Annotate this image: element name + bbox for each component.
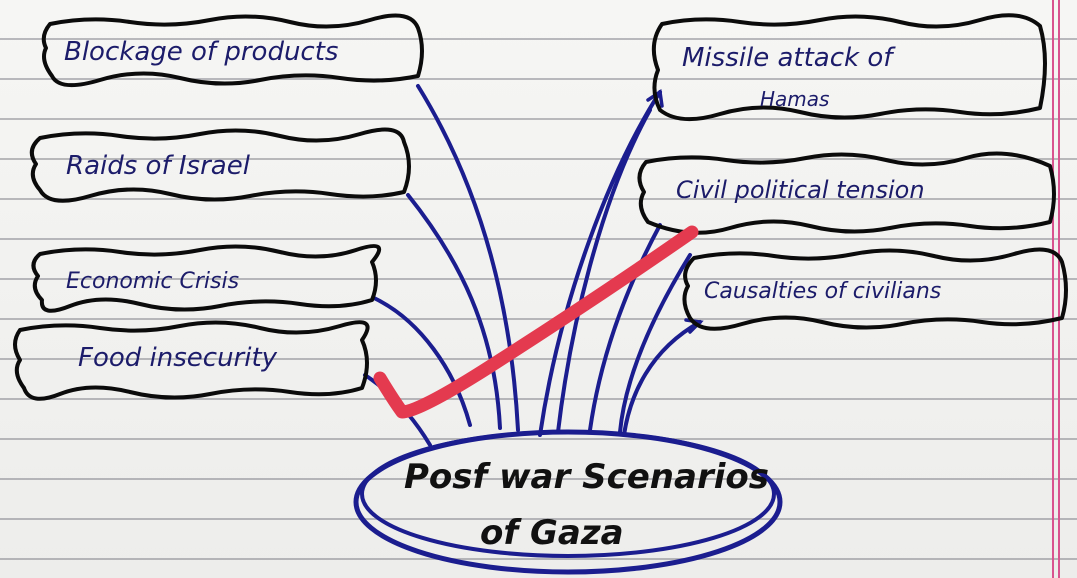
node-label-economic: Economic Crisis [66,269,239,294]
center-title-line2: of Gaza [480,513,624,553]
node-box-missile [651,13,1047,122]
center-ellipse-inner [360,430,776,558]
center-ellipse [353,429,783,575]
connector-raids [406,193,502,430]
connector-blockage [416,84,520,432]
node-label-missile: Missile attack of [682,43,896,73]
node-label-food: Food insecurity [78,343,278,373]
connector-civil-2 [618,253,692,434]
margin-line [1052,0,1054,578]
check-mark [373,225,699,419]
margin-line-2 [1058,0,1060,578]
node-box-economic [31,244,382,313]
connector-civil [588,223,662,432]
arrow-heads [646,89,704,334]
node-box-civil [637,151,1056,235]
node-box-blockage [41,13,424,88]
node-label-casualties: Causalties of civilians [704,279,941,304]
node-label-missile-2: Hamas [760,87,829,111]
node-label-raids: Raids of Israel [66,151,251,181]
node-box-casualties [682,247,1068,331]
connector-missile-2 [556,108,652,434]
node-label-blockage: Blockage of products [64,37,338,67]
arrow-head-missile [646,89,664,108]
node-label-civil: Civil political tension [676,176,925,204]
node-box-food [13,320,370,401]
node-box-raids [29,127,411,203]
connector-economic [372,296,472,427]
connector-lines [363,84,702,447]
connector-casualties [622,320,702,437]
center-title-line1: Posf war Scenarios [404,457,769,497]
node-boxes [13,13,1068,401]
